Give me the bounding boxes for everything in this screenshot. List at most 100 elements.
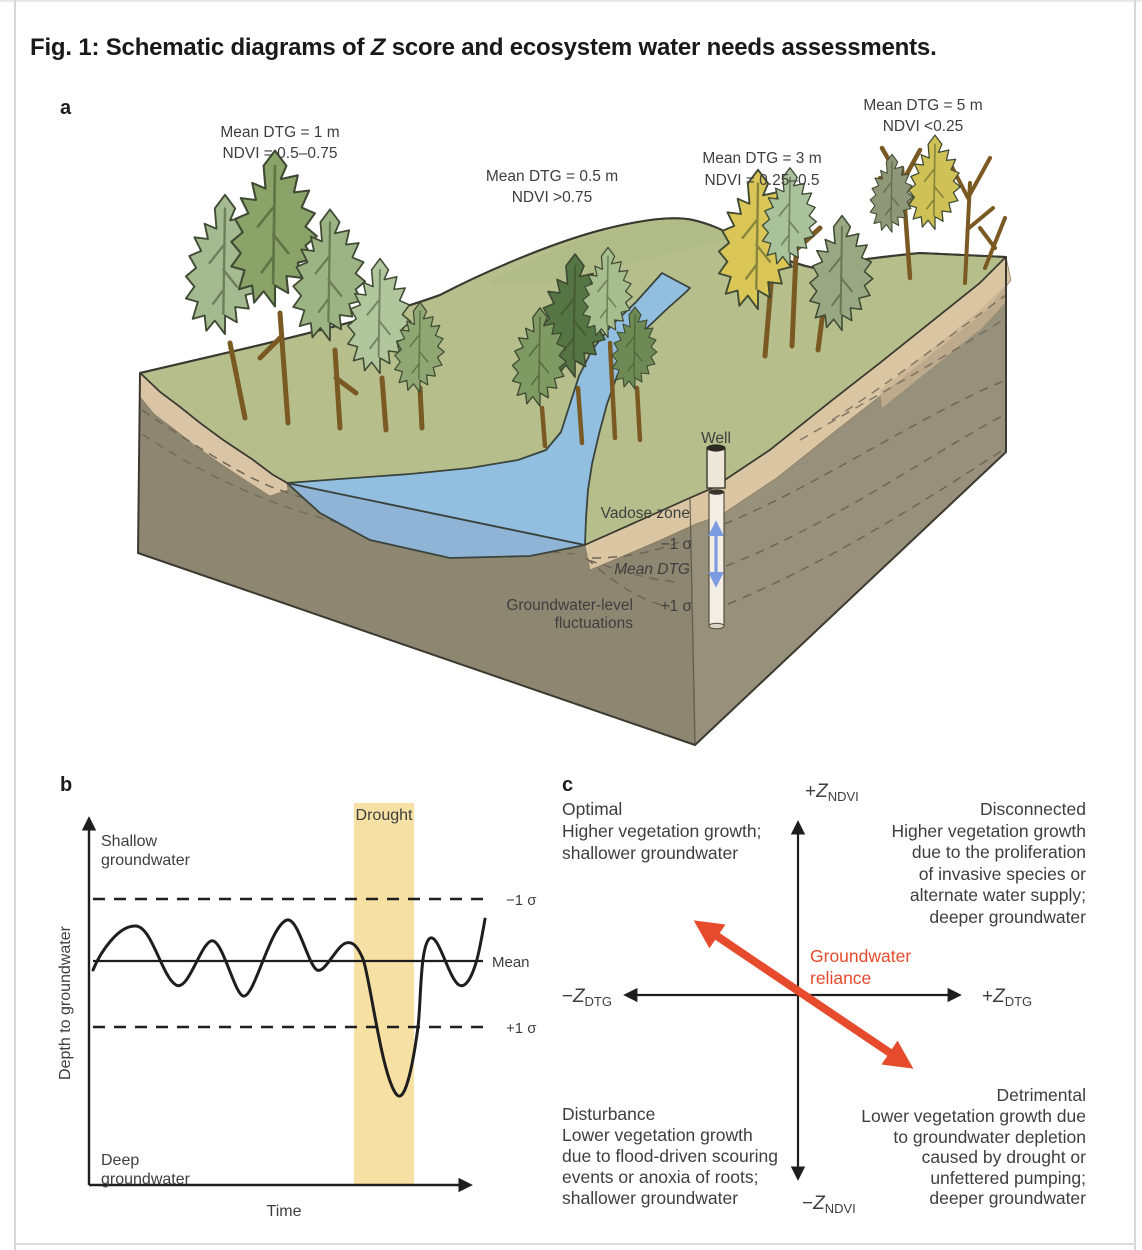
annotation-line: NDVI = 0.5–0.75 [222, 145, 337, 162]
panel-a-label: a [60, 97, 72, 119]
page-left-border [14, 0, 16, 1250]
minus-sigma-dash [591, 379, 1007, 559]
drought-band [354, 803, 414, 1185]
page-top-border [0, 0, 1142, 2]
quadrant-line: shallower groundwater [562, 843, 738, 863]
panel-c-quadrant-diagram: c +ZNDVI −ZNDVI −ZDTG +ZDTG Groundwater … [562, 774, 1086, 1216]
plus-sigma-dash [585, 447, 1007, 608]
page-bottom-border [16, 1243, 1134, 1245]
annotation-line: NDVI = 0.25–0.5 [704, 172, 819, 189]
minus-z-dtg-label: −ZDTG [562, 986, 612, 1009]
axis-sub: DTG [585, 994, 612, 1009]
panel-c-label: c [562, 774, 573, 796]
tree-trunk [227, 310, 425, 433]
annotation-line: Mean DTG = 1 m [220, 124, 339, 141]
quadrant-line: caused by drought or [922, 1147, 1087, 1167]
axis-sign: − [562, 986, 573, 1007]
quadrant-title: Disturbance [562, 1104, 655, 1124]
well-casing-bottom [708, 622, 725, 630]
axis-main: Z [992, 986, 1006, 1007]
quadrant-line: Higher vegetation growth [891, 821, 1086, 841]
figure-title: Fig. 1: Schematic diagrams of Z score an… [30, 34, 1110, 62]
shallow-gw-label-2: groundwater [101, 852, 191, 869]
panel-b-label: b [60, 774, 72, 796]
drought-label: Drought [356, 807, 413, 824]
minus-sigma-label: −1 σ [660, 536, 692, 553]
tree-group-bare [869, 134, 1007, 285]
axis-sub: DTG [1005, 994, 1032, 1009]
deep-gw-label-1: Deep [101, 1152, 139, 1169]
panel-b-timeseries: b Drought Shallow groundwater Deep groun… [57, 774, 537, 1220]
annotation-line: NDVI <0.25 [883, 118, 964, 135]
annotation-dtg-05m: Mean DTG = 0.5 m NDVI >0.75 [486, 168, 618, 206]
well-casing-top-below [709, 489, 724, 495]
quadrant-line: alternate water supply; [910, 885, 1086, 905]
groundwater-reliance-arrow [693, 920, 914, 1069]
tree-trunk [539, 340, 643, 449]
annotation-line: Mean DTG = 5 m [863, 97, 982, 114]
vadose-zone-label: Vadose zone [601, 505, 690, 522]
plus-z-dtg-label: +ZDTG [982, 986, 1032, 1009]
tree-crown [907, 134, 962, 231]
quadrant-title: Optimal [562, 799, 622, 819]
annotation-dtg-1m: Mean DTG = 1 m NDVI = 0.5–0.75 [220, 124, 339, 162]
quadrant-line: events or anoxia of roots; [562, 1167, 759, 1187]
quadrant-line: shallower groundwater [562, 1188, 738, 1208]
deep-gw-label-2: groundwater [101, 1171, 191, 1188]
depth-axis-label: Depth to groundwater [57, 925, 74, 1080]
quadrant-line: deeper groundwater [929, 1188, 1086, 1208]
quadrant-line: unfettered pumping; [930, 1168, 1086, 1188]
quadrant-title: Detrimental [997, 1085, 1086, 1105]
depth-curve [91, 917, 487, 1098]
b-plus-sigma-label: +1 σ [506, 1020, 537, 1037]
quadrant-line: Higher vegetation growth; [562, 821, 761, 841]
axis-sign: + [982, 986, 993, 1007]
gw-fluctuations-label-1: Groundwater-level [506, 597, 633, 614]
shallow-gw-label-1: Shallow [101, 833, 157, 850]
b-mean-label: Mean [492, 954, 530, 971]
tree-group-stressed [717, 166, 874, 359]
layer-dash-topright [799, 294, 1007, 441]
b-minus-sigma-label: −1 σ [506, 892, 537, 909]
tree-group-riparian [511, 246, 658, 449]
axis-sub: NDVI [825, 1201, 856, 1216]
groundwater-reliance-label-1: Groundwater [810, 946, 911, 966]
page-right-border [1134, 0, 1136, 1250]
quadrant-title: Disconnected [980, 799, 1086, 819]
figure-title-pre: Fig. 1: Schematic diagrams of [30, 34, 371, 61]
quadrant-disconnected: Disconnected Higher vegetation growth du… [891, 799, 1086, 927]
annotation-dtg-5m: Mean DTG = 5 m NDVI <0.25 [863, 97, 982, 135]
plus-sigma-label: +1 σ [660, 598, 692, 615]
quadrant-line: of invasive species or [919, 864, 1086, 884]
figure-title-post: score and ecosystem water needs assessme… [385, 34, 937, 61]
quadrant-line: to groundwater depletion [893, 1127, 1086, 1147]
annotation-line: Mean DTG = 0.5 m [486, 168, 618, 185]
left-soil-face [138, 373, 695, 745]
right-soil-face [690, 257, 1006, 745]
quadrant-line: due to the proliferation [912, 842, 1086, 862]
minus-z-ndvi-label: −ZNDVI [802, 1193, 856, 1216]
front-edge [139, 256, 1007, 546]
quadrant-detrimental: Detrimental Lower vegetation growth due … [861, 1085, 1086, 1208]
quadrant-line: Lower vegetation growth due [861, 1106, 1086, 1126]
well [706, 444, 726, 630]
groundwater-reliance-label-2: reliance [810, 968, 871, 988]
annotation-line: Mean DTG = 3 m [702, 150, 821, 167]
axis-main: Z [815, 781, 829, 802]
tree-group-shallow [184, 149, 445, 433]
annotation-dtg-3m: Mean DTG = 3 m NDVI = 0.25–0.5 [702, 150, 821, 189]
quadrant-disturbance: Disturbance Lower vegetation growth due … [562, 1104, 778, 1208]
axis-main: Z [572, 986, 586, 1007]
well-label: Well [701, 430, 731, 447]
quadrant-line: Lower vegetation growth [562, 1125, 753, 1145]
gw-fluctuations-label-2: fluctuations [555, 615, 634, 632]
time-axis-label: Time [267, 1203, 302, 1220]
plus-z-ndvi-label: +ZNDVI [805, 781, 859, 804]
quadrant-optimal: Optimal Higher vegetation growth; shallo… [562, 799, 761, 863]
landscape-block [137, 217, 1012, 746]
well-cap [706, 444, 726, 452]
panel-a-block-diagram: a [60, 97, 1012, 746]
well-casing-above [706, 447, 726, 489]
axis-sign: − [802, 1193, 813, 1214]
figure-title-italic-z: Z [370, 34, 386, 61]
